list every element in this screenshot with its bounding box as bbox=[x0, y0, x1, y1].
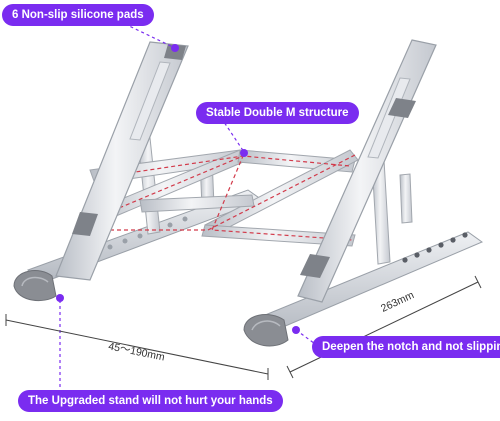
mid-pad-right bbox=[300, 254, 330, 278]
front-lip-left bbox=[13, 270, 57, 302]
callout-dots bbox=[56, 44, 300, 334]
left-stand-leg bbox=[55, 41, 189, 281]
mid-pad-left bbox=[72, 212, 98, 236]
silicone-pads-callout: 6 Non-slip silicone pads bbox=[2, 4, 154, 26]
top-pad-right bbox=[388, 98, 416, 118]
front-lip-right bbox=[243, 314, 289, 347]
right-stand-leg bbox=[297, 39, 437, 303]
notch-callout: Deepen the notch and not slipping bbox=[312, 336, 500, 358]
hand-safety-callout: The Upgraded stand will not hurt your ha… bbox=[18, 390, 283, 412]
double-m-structure-callout: Stable Double M structure bbox=[196, 102, 359, 124]
